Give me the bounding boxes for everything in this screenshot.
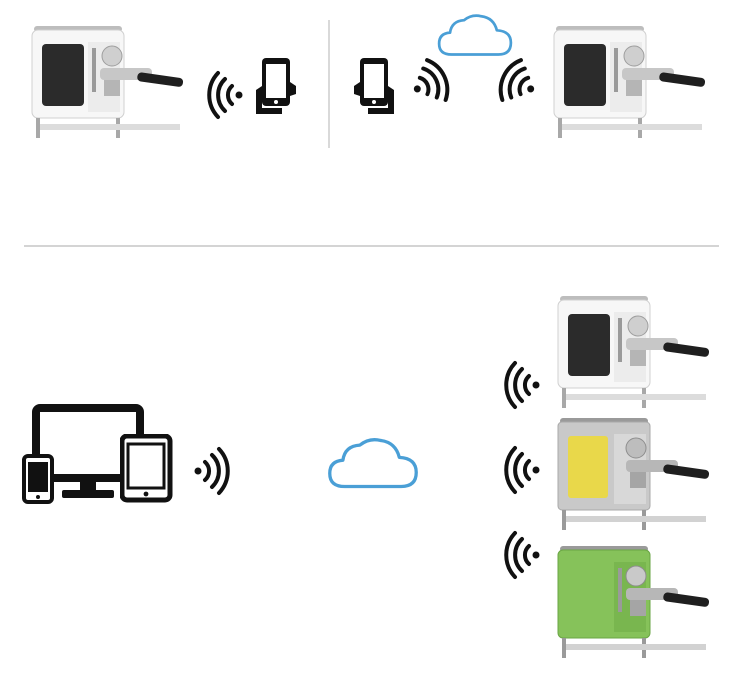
espresso-machine-icon: [548, 20, 718, 145]
espresso-machine-icon: [552, 290, 722, 415]
wifi-signal-icon: [502, 530, 542, 580]
section-divider-vertical: [328, 20, 330, 148]
wifi-signal-icon: [502, 445, 542, 495]
wifi-signal-icon: [502, 360, 542, 410]
tablet-icon: [120, 434, 173, 503]
smartphone-in-hand-icon: [350, 56, 398, 118]
espresso-machine-icon: [26, 20, 196, 145]
espresso-machine-icon: [552, 540, 722, 665]
smartphone-icon: [22, 454, 54, 504]
wifi-signal-icon: [489, 52, 546, 114]
wifi-signal-icon: [401, 52, 458, 114]
cloud-icon: [436, 10, 514, 60]
smartphone-in-hand-icon: [252, 56, 300, 118]
wifi-signal-icon: [205, 70, 245, 120]
section-divider-horizontal: [24, 245, 719, 247]
espresso-machine-icon: [552, 412, 722, 537]
cloud-icon: [326, 432, 420, 494]
wifi-signal-icon: [192, 446, 232, 496]
